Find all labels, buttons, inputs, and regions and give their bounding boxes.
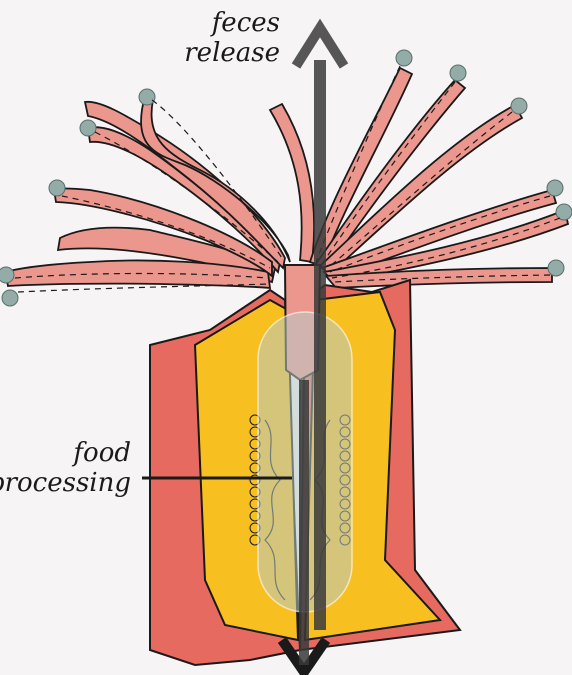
tentacle-tip [396, 50, 412, 66]
food-processing-label: food processing [0, 438, 131, 498]
tentacle-tip [49, 180, 65, 196]
tentacle-tip [556, 204, 572, 220]
tentacles [5, 68, 568, 288]
tentacle-tip [139, 89, 155, 105]
tentacle-tip [0, 267, 14, 283]
food-label-line1: food [0, 438, 131, 468]
food-label-line2: processing [0, 468, 131, 498]
feces-label-line2: release [184, 38, 280, 68]
tentacle-tip [450, 65, 466, 81]
tentacle-tip [547, 180, 563, 196]
tentacle-tip [511, 98, 527, 114]
feces-label-line1: feces [184, 8, 280, 38]
tentacle-tip [2, 290, 18, 306]
tentacle-tip [80, 120, 96, 136]
tentacle-tip [548, 260, 564, 276]
feces-release-label: feces release [184, 8, 280, 68]
